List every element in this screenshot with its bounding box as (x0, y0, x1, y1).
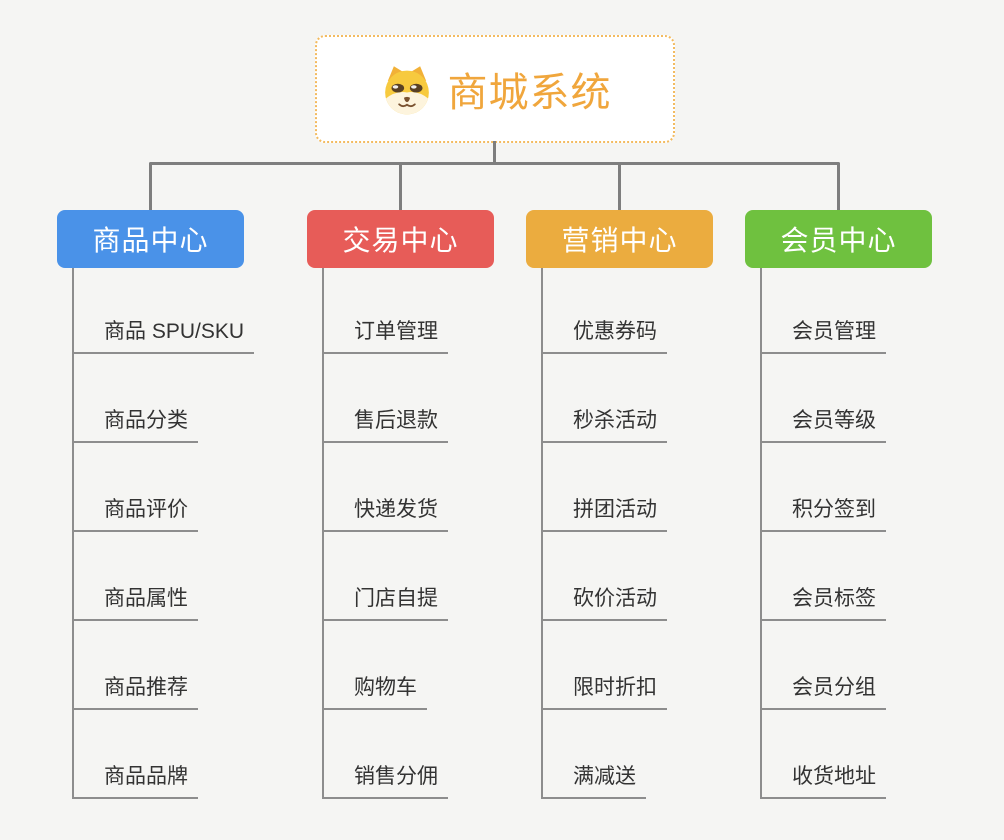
leaf-node[interactable]: 商品评价 (74, 493, 198, 532)
branch-children-member-center: 会员管理 会员等级 积分签到 会员标签 会员分组 收货地址 (760, 268, 886, 799)
leaf-node[interactable]: 砍价活动 (543, 582, 667, 621)
root-title: 商城系统 (447, 71, 612, 115)
connector-drop (837, 163, 840, 210)
leaf-node[interactable]: 售后退款 (324, 404, 448, 443)
leaf-node[interactable]: 收货地址 (762, 760, 886, 799)
leaf-node[interactable]: 积分签到 (762, 493, 886, 532)
leaf-node[interactable]: 销售分佣 (324, 760, 448, 799)
leaf-node[interactable]: 商品分类 (74, 404, 198, 443)
leaf-node[interactable]: 商品属性 (74, 582, 198, 621)
leaf-node[interactable]: 快递发货 (324, 493, 448, 532)
leaf-node[interactable]: 限时折扣 (543, 671, 667, 710)
root-node[interactable]: 商城系统 (315, 35, 675, 143)
connector-drop (399, 163, 402, 210)
branch-node-marketing-center[interactable]: 营销中心 (526, 210, 713, 268)
branch-node-member-center[interactable]: 会员中心 (745, 210, 932, 268)
leaf-node[interactable]: 满减送 (543, 760, 646, 799)
connector-root-stub (493, 141, 496, 165)
leaf-node[interactable]: 会员管理 (762, 315, 886, 354)
leaf-node[interactable]: 门店自提 (324, 582, 448, 621)
connector-horizontal (149, 162, 840, 165)
leaf-node[interactable]: 会员等级 (762, 404, 886, 443)
branch-node-product-center[interactable]: 商品中心 (57, 210, 244, 268)
branch-node-trade-center[interactable]: 交易中心 (307, 210, 494, 268)
leaf-node[interactable]: 购物车 (324, 671, 427, 710)
branch-children-product-center: 商品 SPU/SKU 商品分类 商品评价 商品属性 商品推荐 商品品牌 (72, 268, 255, 799)
leaf-node[interactable]: 拼团活动 (543, 493, 667, 532)
branch-children-marketing-center: 优惠券码 秒杀活动 拼团活动 砍价活动 限时折扣 满减送 (541, 268, 667, 799)
connector-drop (618, 163, 621, 210)
leaf-node[interactable]: 商品品牌 (74, 760, 198, 799)
leaf-node[interactable]: 会员分组 (762, 671, 886, 710)
leaf-node[interactable]: 商品推荐 (74, 671, 198, 710)
branch-children-trade-center: 订单管理 售后退款 快递发货 门店自提 购物车 销售分佣 (322, 268, 448, 799)
leaf-node[interactable]: 会员标签 (762, 582, 886, 621)
leaf-node[interactable]: 优惠券码 (543, 315, 667, 354)
dog-face-icon (379, 62, 435, 116)
leaf-node[interactable]: 商品 SPU/SKU (74, 315, 255, 354)
leaf-node[interactable]: 订单管理 (324, 315, 448, 354)
connector-drop (149, 163, 152, 210)
leaf-node[interactable]: 秒杀活动 (543, 404, 667, 443)
